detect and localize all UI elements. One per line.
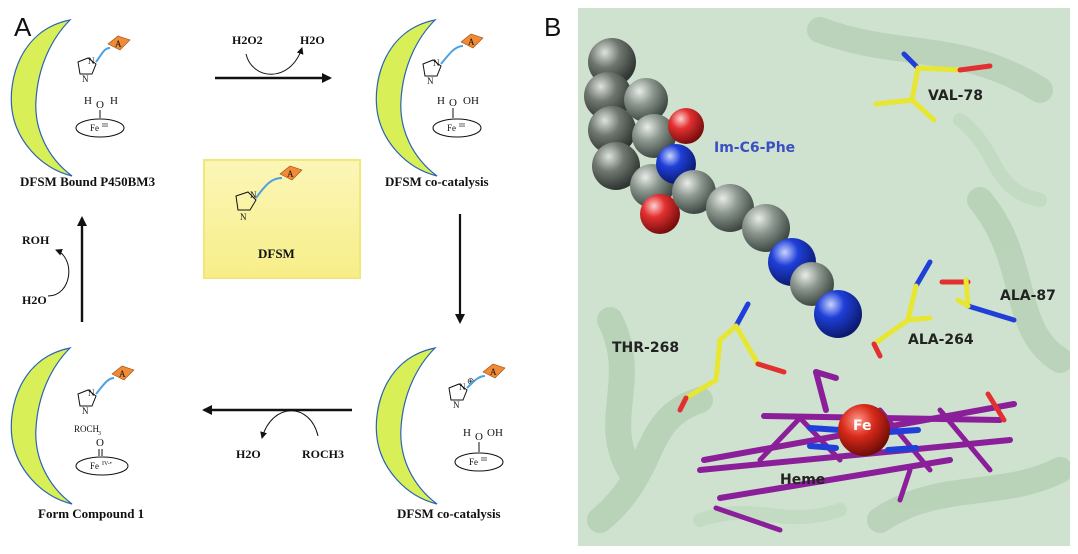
svg-text:A: A xyxy=(490,367,497,377)
protein-crescent-icon xyxy=(10,347,73,505)
reagent-h2o2: H2O2 xyxy=(232,33,263,47)
reagent-h2o-bottom: H2O xyxy=(236,447,261,461)
caption-compound1: Form Compound 1 xyxy=(38,506,144,521)
label-thr268: THR-268 xyxy=(612,340,679,356)
anchor-a-tag xyxy=(107,35,131,51)
svg-text:N: N xyxy=(250,190,257,200)
svg-text:N: N xyxy=(240,212,247,222)
anchor-a-tag xyxy=(111,365,135,381)
svg-text:IV-•: IV-• xyxy=(102,461,112,467)
heme-fe-icon xyxy=(75,118,125,138)
reagent-roch3: ROCH3 xyxy=(302,447,344,461)
state-cocatalysis-2: N N ⊕ A H O OH Fe III xyxy=(375,347,506,505)
residue-ala264 xyxy=(871,259,933,359)
svg-text:3: 3 xyxy=(98,431,101,437)
panel-b-letter: B xyxy=(544,12,561,42)
caption-cocatalysis-1: DFSM co-catalysis xyxy=(385,174,489,189)
charge-plus-icon: ⊕ xyxy=(467,376,475,386)
label-heme: Heme xyxy=(780,472,825,488)
label-ligand: Im-C6-Phe xyxy=(714,140,795,156)
protein-ribbon xyxy=(587,17,1070,533)
heme-fe-icon xyxy=(75,456,129,476)
linker xyxy=(440,45,464,65)
linker xyxy=(95,377,115,395)
imidazole-icon: N N xyxy=(77,388,97,416)
svg-text:O: O xyxy=(475,431,483,443)
residue-val78 xyxy=(873,51,993,123)
protein-crescent-icon xyxy=(10,19,73,177)
label-ala87: ALA-87 xyxy=(1000,288,1056,304)
reagent-h2o-left: H2O xyxy=(22,293,47,307)
svg-text:Fe: Fe xyxy=(90,123,99,133)
svg-text:H: H xyxy=(463,427,471,439)
panel-a-letter: A xyxy=(14,12,32,42)
anchor-a-tag xyxy=(482,363,506,379)
arrow-bottom: H2O ROCH3 xyxy=(202,405,352,461)
dfsm-legend-box: N N A DFSM xyxy=(203,159,361,279)
heme-group xyxy=(697,369,1017,533)
reagent-h2o-top: H2O xyxy=(300,33,325,47)
svg-text:O: O xyxy=(449,97,457,109)
svg-text:III: III xyxy=(481,457,487,463)
svg-text:H: H xyxy=(110,95,118,107)
svg-text:N: N xyxy=(433,58,440,68)
dfsm-label: DFSM xyxy=(258,246,295,261)
arrow-left: ROH H2O xyxy=(22,216,87,322)
fe-atom xyxy=(838,404,890,456)
svg-text:O: O xyxy=(96,99,104,111)
state-cocatalysis-1: N N A H O OH Fe III xyxy=(375,19,484,177)
svg-text:Fe: Fe xyxy=(90,461,99,471)
label-val78: VAL-78 xyxy=(928,88,983,104)
state-bound: N N A H O H Fe III xyxy=(10,19,131,177)
svg-text:A: A xyxy=(468,37,475,47)
svg-text:N: N xyxy=(82,74,89,84)
residue-ala87 xyxy=(939,277,1017,323)
svg-text:A: A xyxy=(115,39,122,49)
label-fe: Fe xyxy=(853,418,872,434)
svg-text:OH: OH xyxy=(487,427,503,439)
svg-text:A: A xyxy=(119,369,126,379)
panel-b-structure: Im-C6-Phe VAL-78 ALA-87 ALA-264 xyxy=(578,8,1070,546)
imidazole-icon: N N xyxy=(422,58,442,86)
svg-text:Fe: Fe xyxy=(469,457,478,467)
linker xyxy=(466,375,486,389)
state-compound1: N N A ROCH 3 O Fe IV-• xyxy=(10,347,135,505)
caption-bound: DFSM Bound P450BM3 xyxy=(20,174,156,189)
svg-text:H: H xyxy=(437,95,445,107)
svg-text:A: A xyxy=(287,169,294,179)
svg-text:N: N xyxy=(453,400,460,410)
ligand-im-c6-phe xyxy=(584,38,862,338)
imidazole-icon: N N xyxy=(77,56,97,84)
arrow-top: H2O2 H2O xyxy=(215,33,332,83)
linker xyxy=(95,47,111,63)
anchor-a-tag xyxy=(460,33,484,49)
heme-fe-icon xyxy=(432,118,482,138)
svg-text:H: H xyxy=(84,95,92,107)
reagent-roh: ROH xyxy=(22,233,50,247)
caption-cocatalysis-2: DFSM co-catalysis xyxy=(397,506,501,521)
panel-a: A N N A H O H Fe III DFSM Bound P450BM3 xyxy=(10,12,506,521)
svg-text:N: N xyxy=(459,382,466,392)
svg-text:N: N xyxy=(82,406,89,416)
svg-text:III: III xyxy=(459,123,465,129)
svg-text:ROCH: ROCH xyxy=(74,424,100,434)
residue-thr268 xyxy=(677,301,787,413)
svg-text:Fe: Fe xyxy=(447,123,456,133)
svg-text:N: N xyxy=(88,388,95,398)
protein-crescent-icon xyxy=(375,19,438,177)
label-ala264: ALA-264 xyxy=(908,332,974,348)
svg-text:N: N xyxy=(427,76,434,86)
svg-text:III: III xyxy=(102,123,108,129)
imidazole-icon: N N ⊕ xyxy=(448,376,475,410)
protein-crescent-icon xyxy=(375,347,438,505)
svg-text:OH: OH xyxy=(463,95,479,107)
svg-text:O: O xyxy=(96,437,104,449)
heme-fe-icon xyxy=(454,452,504,472)
svg-text:N: N xyxy=(88,56,95,66)
